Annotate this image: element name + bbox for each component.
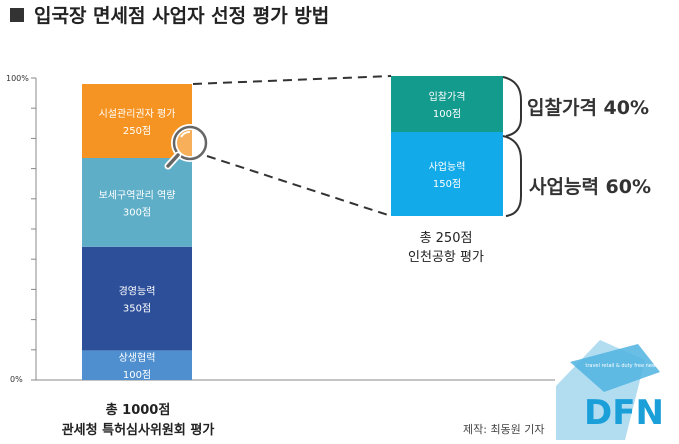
brace-business-capability — [502, 135, 522, 217]
airport-segment-value-1: 100점 — [433, 108, 461, 120]
customs-segment-label-3: 시설관리권자 평가 — [99, 108, 176, 120]
zoom-connector-bottom — [206, 155, 392, 217]
airport-segment-label-1: 입찰가격 — [429, 90, 466, 103]
airport-segment-1 — [391, 76, 503, 132]
stack-airport: 사업능력 150점 입찰가격 100점 — [391, 76, 503, 216]
customs-segment-label-2: 보세구역관리 역량 — [99, 189, 176, 201]
customs-segment-1 — [82, 246, 192, 351]
customs-segment-value-2: 300점 — [123, 206, 151, 218]
caption-left-total: 총 1000점 — [106, 402, 171, 418]
customs-segment-label-1: 경영능력 — [119, 285, 156, 298]
caption-left-evaluator: 관세청 특허심사위원회 평가 — [62, 422, 215, 438]
y-tick-label-top: 100% — [6, 74, 29, 83]
logo-text: DFN — [584, 393, 664, 433]
airport-segment-label-0: 사업능력 — [429, 160, 466, 173]
dfn-logo: travel retail & duty free news DFN — [556, 340, 664, 440]
logo-tagline: travel retail & duty free news — [585, 363, 659, 369]
magnifier-icon — [164, 124, 209, 170]
credit-text: 제작: 최동원 기자 — [463, 423, 545, 436]
stack-customs: 상생협력 100점 경영능력 350점 보세구역관리 역량 300점 시설관리권자 평가 25… — [82, 84, 192, 381]
airport-segment-0 — [391, 132, 503, 216]
customs-segment-value-1: 350점 — [123, 303, 151, 315]
caption-right-evaluator: 인천공항 평가 — [408, 250, 484, 265]
callout-business-capability: 사업능력 60% — [529, 176, 651, 198]
title-bullet-icon — [10, 8, 24, 22]
callout-bid-price: 입찰가격 40% — [527, 97, 649, 119]
zoom-connector-top — [192, 75, 392, 85]
caption-right-total: 총 250점 — [420, 231, 473, 246]
customs-segment-value-3: 250점 — [123, 125, 151, 137]
airport-segment-value-0: 150점 — [433, 178, 461, 190]
customs-segment-value-0: 100점 — [123, 369, 151, 381]
chart-title: 입국장 면세점 사업자 선정 평가 방법 — [34, 5, 329, 27]
customs-segment-0 — [82, 350, 192, 380]
y-tick-label-bottom: 0% — [10, 375, 23, 384]
customs-segment-label-0: 상생협력 — [119, 351, 156, 364]
brace-bid-price — [502, 76, 522, 137]
customs-segment-2 — [82, 158, 192, 247]
